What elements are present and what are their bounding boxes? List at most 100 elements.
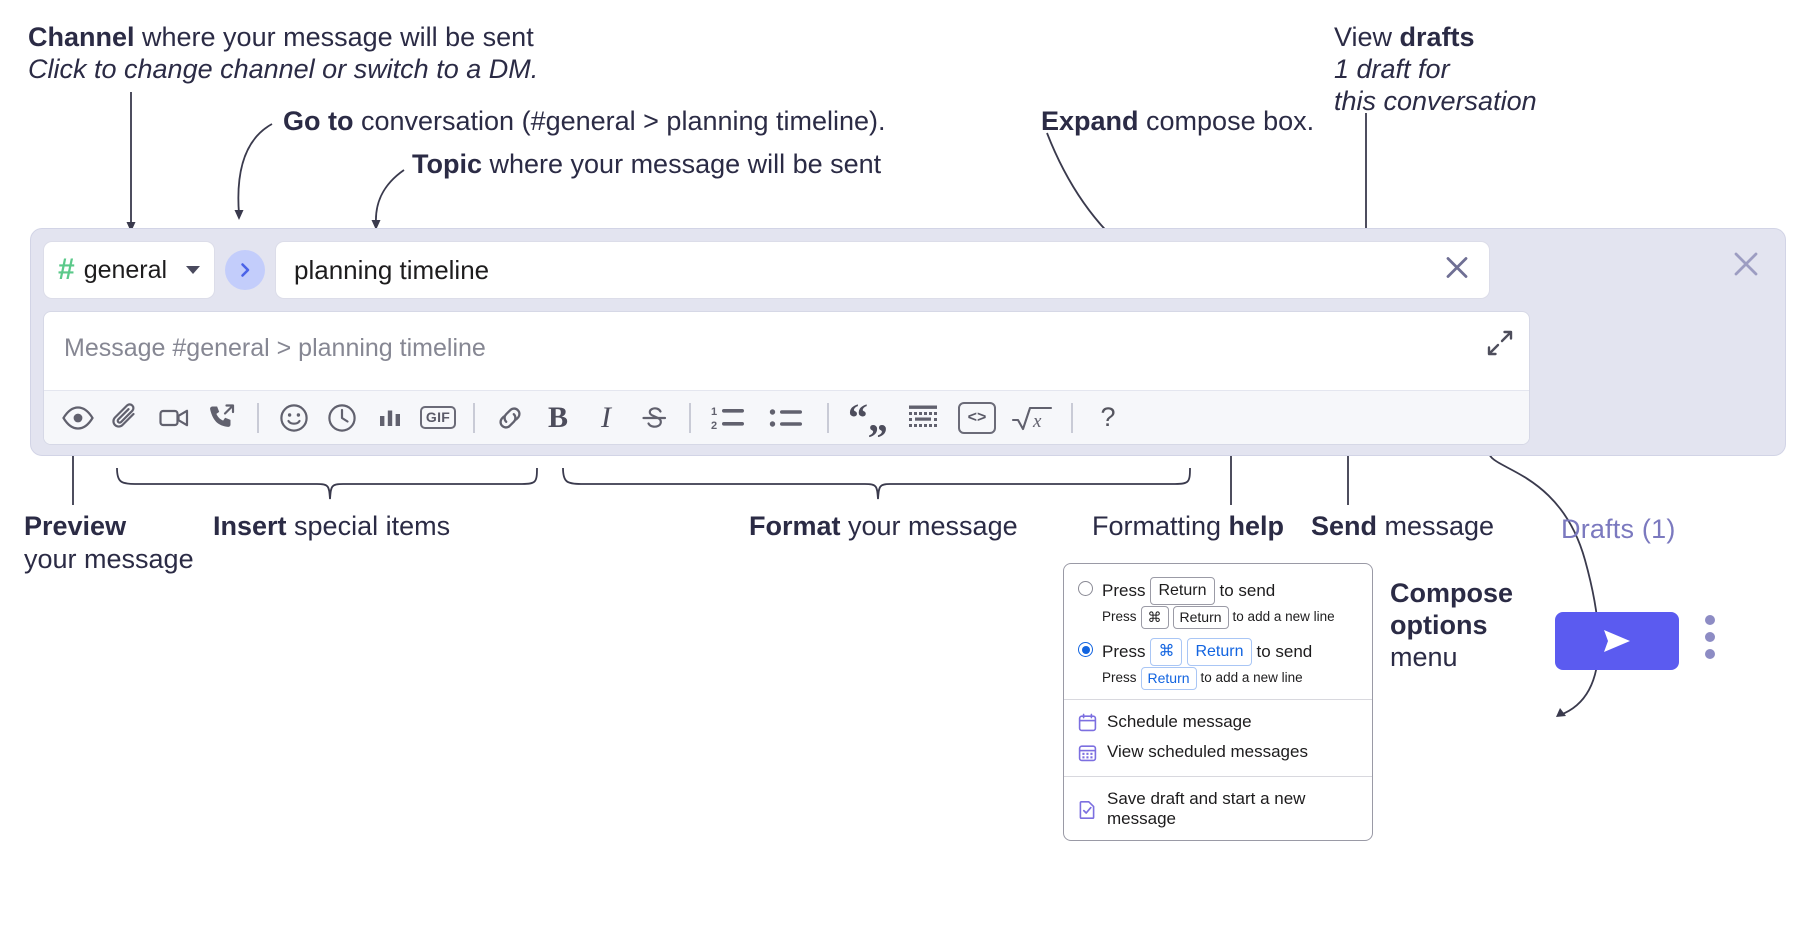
key-return: Return [1172,606,1229,629]
annotation-drafts-line2-text: 1 draft for [1334,54,1450,84]
annotation-format-bold: Format [749,511,841,541]
send-icon [1604,630,1630,652]
formatting-toolbar: GIF B I [44,390,1529,444]
annotation-compose-options-line1: Compose [1390,578,1514,608]
blockquote-icon[interactable]: “„ [840,396,896,440]
link-icon[interactable] [486,396,534,440]
math-icon[interactable]: x [1004,396,1060,440]
bar-chart-icon[interactable] [366,396,414,440]
video-camera-icon[interactable] [150,396,198,440]
toolbar-divider [689,402,691,433]
save-draft-icon [1078,800,1097,819]
smiley-icon[interactable] [270,396,318,440]
annotation-topic: Topic where your message will be sent [412,149,881,181]
annotation-channel-italic: Click to change channel or switch to a D… [28,54,539,84]
message-input-container[interactable]: Message #general > planning timeline [43,311,1530,445]
menu-sub-pre: Press [1102,670,1137,686]
annotation-drafts: View drafts [1334,22,1475,54]
chevron-down-icon [186,266,200,274]
annotation-drafts-bold: drafts [1399,22,1475,52]
inline-code-glyph: <> [958,401,996,434]
annotation-send-bold: Send [1311,511,1378,541]
bullet-list-icon[interactable] [760,396,816,440]
annotation-preview-line2-text: your message [24,544,194,574]
annotation-channel: Channel where your message will be sent [28,22,534,54]
toolbar-divider [257,402,259,433]
help-label: ? [1100,402,1116,432]
menu-option-label: Press ⌘ Return to send [1102,638,1312,666]
annotation-drafts-line2: 1 draft for [1334,54,1450,86]
compose-header-row: # general planning timeline [43,241,1490,299]
question-mark-icon[interactable]: ? [1084,396,1132,440]
annotation-drafts-line3-text: this conversation [1334,86,1537,116]
key-return: Return [1150,577,1215,605]
key-return: Return [1187,638,1252,666]
annotation-send-rest: message [1377,511,1495,541]
compose-options-button[interactable] [1705,615,1715,659]
expand-icon[interactable] [1485,328,1515,363]
blockquote-glyph: “„ [848,394,888,440]
annotation-compose-options-line2: options [1390,610,1488,640]
key-command: ⌘ [1140,606,1169,629]
ordered-list-icon[interactable]: 1 2 [702,396,760,440]
annotation-insert-rest: special items [286,511,451,541]
panel-close-icon[interactable] [1729,247,1763,286]
topic-input[interactable]: planning timeline [275,241,1490,299]
drafts-link[interactable]: Drafts (1) [1561,514,1676,544]
hash-icon: # [58,253,75,286]
paperclip-icon[interactable] [102,396,150,440]
annotation-topic-bold: Topic [412,149,482,179]
annotation-channel-sub: Click to change channel or switch to a D… [28,54,538,86]
menu-option-return-to-send[interactable]: Press Return to send [1064,574,1372,605]
annotation-goto-bold: Go to [283,106,354,136]
bold-icon[interactable]: B [534,396,582,440]
channel-selector[interactable]: # general [43,241,215,299]
annotation-expand-rest: compose box. [1138,106,1315,136]
radio-button[interactable] [1078,581,1093,596]
menu-sub-post: to add a new line [1232,609,1335,625]
compose-options-menu: Press Return to send Press ⌘ Return to a… [1063,563,1373,841]
menu-item-view-scheduled[interactable]: View scheduled messages [1064,737,1372,767]
annotation-preview: Preview [24,511,126,543]
calendar-icon [1078,713,1097,732]
chevron-right-icon [241,263,250,277]
topic-value: planning timeline [294,254,490,285]
goto-conversation-button[interactable] [225,250,265,290]
clock-icon[interactable] [318,396,366,440]
menu-item-label: View scheduled messages [1107,742,1308,761]
eye-icon[interactable] [54,396,102,440]
close-icon[interactable] [1441,252,1473,289]
menu-item-save-draft[interactable]: Save draft and start a new message [1064,784,1372,834]
menu-option-pre: Press [1102,580,1146,600]
toolbar-divider [473,402,475,433]
code-block-icon[interactable] [896,396,950,440]
annotation-drafts-line3: this conversation [1334,86,1537,118]
annotation-channel-rest: where your message will be sent [134,22,534,52]
menu-option-label: Press Return to send [1102,577,1275,605]
menu-option-post: to send [1256,641,1313,661]
menu-option-sub-2: Press Return to add a new line [1064,666,1372,690]
message-placeholder: Message #general > planning timeline [64,334,486,362]
annotation-compose-options-1: Compose [1390,578,1513,610]
menu-option-cmd-return-to-send[interactable]: Press ⌘ Return to send [1064,629,1372,666]
gif-icon[interactable]: GIF [414,396,462,440]
menu-item-schedule-message[interactable]: Schedule message [1064,707,1372,737]
menu-option-pre: Press [1102,641,1146,661]
annotation-expand-bold: Expand [1041,106,1139,136]
phone-forward-icon[interactable] [198,396,246,440]
bold-label: B [547,400,568,434]
menu-sub-post: to add a new line [1200,670,1303,686]
inline-code-icon[interactable]: <> [950,396,1004,440]
annotation-format: Format your message [749,511,1018,543]
compose-panel: # general planning timeline Message #ge [30,228,1786,670]
strikethrough-icon[interactable] [630,396,678,440]
italic-icon[interactable]: I [582,396,630,440]
toolbar-divider [827,402,829,433]
send-button[interactable] [1555,612,1679,670]
menu-sub-pre: Press [1102,609,1137,625]
channel-name-label: general [83,255,168,284]
radio-button-selected[interactable] [1078,642,1093,657]
menu-item-label: Save draft and start a new message [1107,789,1306,828]
annotation-compose-options-2: options [1390,610,1487,642]
italic-label: I [601,400,611,434]
